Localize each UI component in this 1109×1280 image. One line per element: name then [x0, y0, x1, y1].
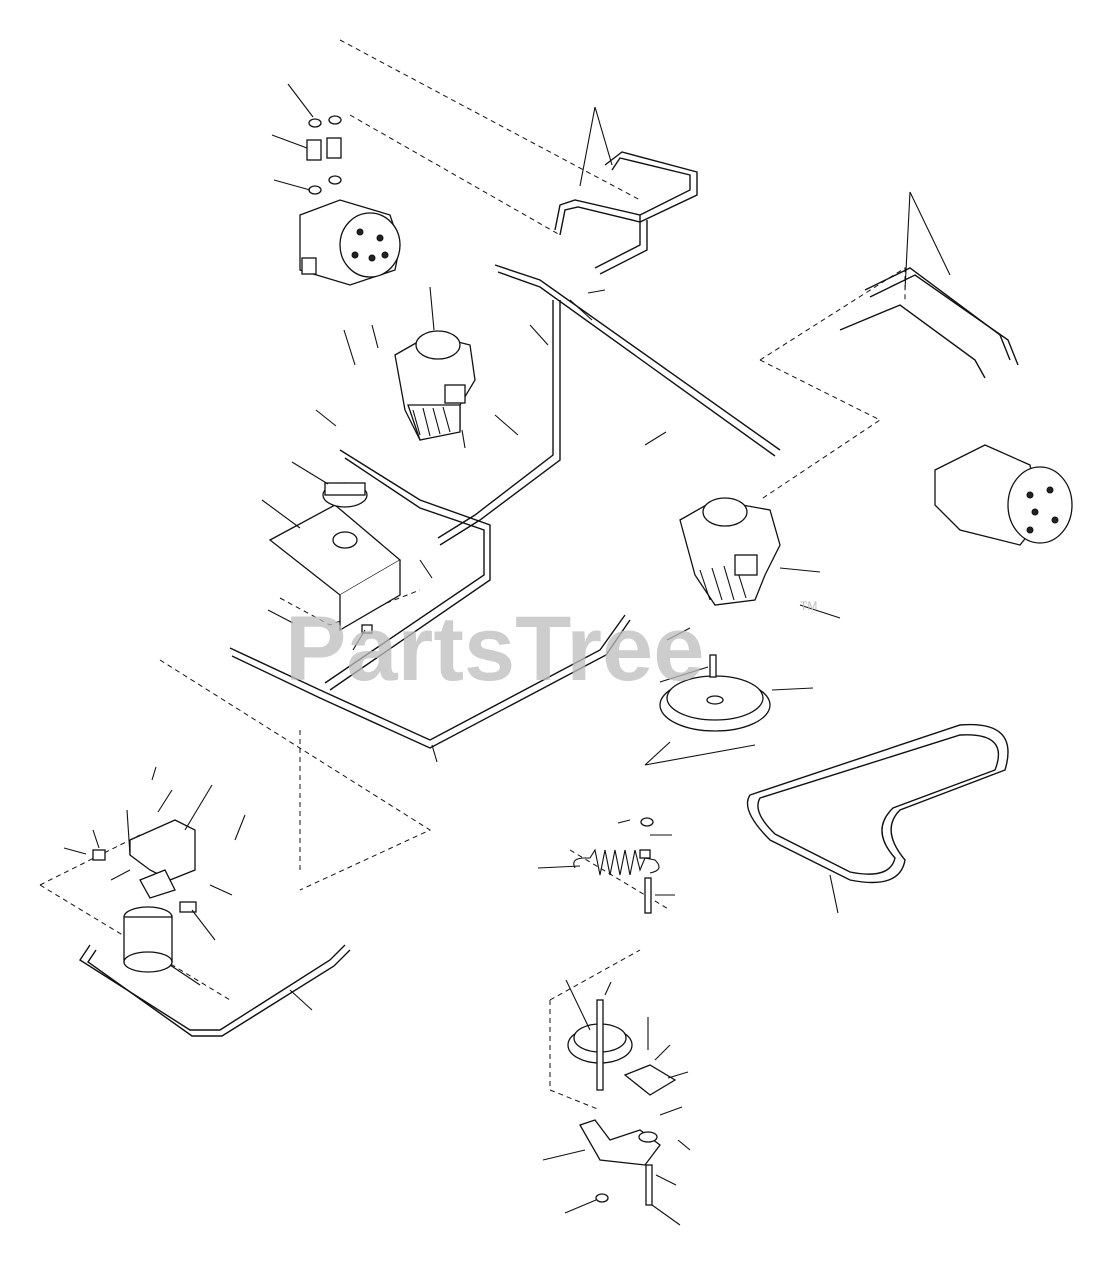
- idler-assembly: [567, 999, 677, 1206]
- drive-belt: [746, 723, 1009, 884]
- watermark-text: PartsTree: [285, 598, 704, 700]
- hydraulic-pump-right: [679, 497, 781, 606]
- leader-lines: [63, 83, 951, 1226]
- oil-filter: [123, 906, 173, 973]
- wheel-motor-right: [934, 444, 1073, 546]
- fittings-28: [306, 115, 342, 195]
- hydraulic-reservoir: [268, 482, 402, 634]
- pump-pulley: [659, 654, 771, 732]
- tension-spring: [573, 817, 660, 914]
- wheel-motor-left: [299, 199, 401, 286]
- hydraulic-tubes: [79, 151, 1019, 1037]
- hydraulic-pump-left: [394, 330, 476, 441]
- reference-lines: [39, 39, 906, 1111]
- watermark-tm: TM: [800, 599, 817, 613]
- watermark: PartsTree TM: [285, 598, 817, 700]
- filter-bracket: [92, 819, 197, 913]
